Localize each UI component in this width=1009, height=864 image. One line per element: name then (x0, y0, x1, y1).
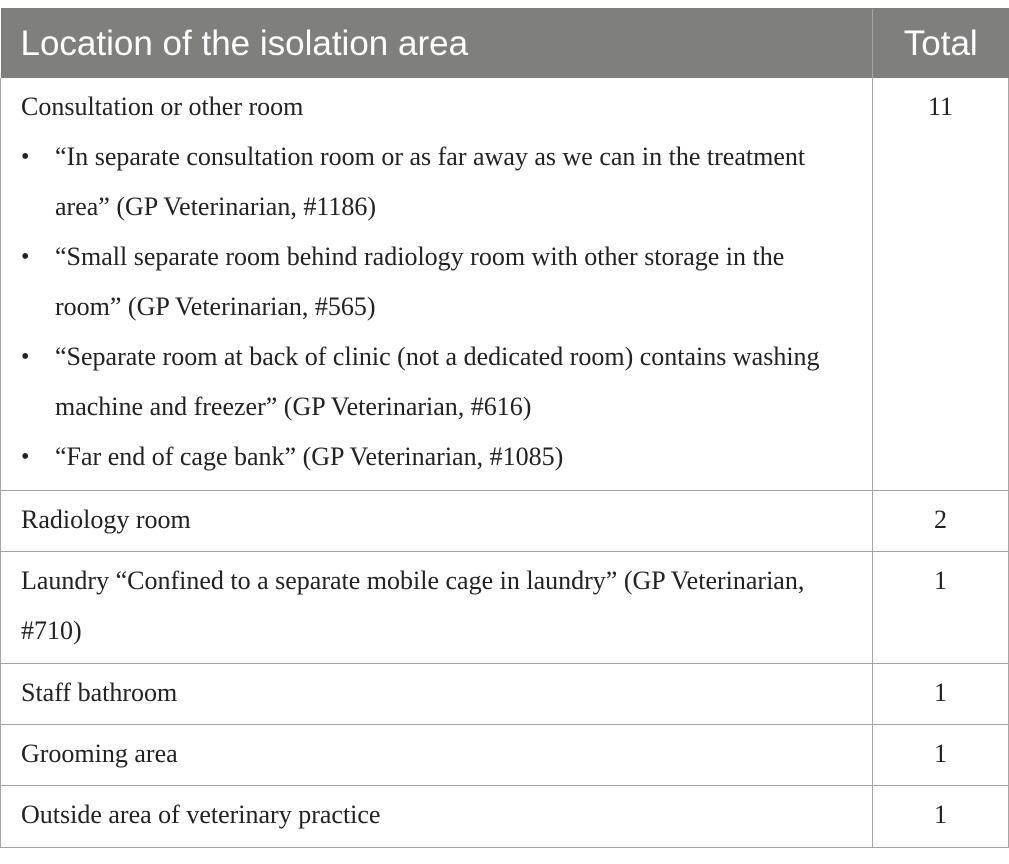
header-location: Location of the isolation area (0, 8, 873, 78)
table-row: Consultation or other room “In separate … (0, 78, 1009, 491)
table-row: Outside area of veterinary practice 1 (0, 784, 1009, 848)
total-cell: 1 (872, 784, 1009, 848)
location-cell: Grooming area (0, 723, 873, 786)
location-cell: Consultation or other room “In separate … (0, 78, 873, 491)
total-cell: 1 (872, 723, 1009, 786)
quote-item: “Far end of cage bank” (GP Veterinarian,… (21, 432, 852, 482)
table-header-row: Location of the isolation area Total (0, 8, 1009, 78)
isolation-area-table: Location of the isolation area Total Con… (0, 8, 1009, 848)
header-total: Total (872, 8, 1009, 78)
location-cell: Laundry “Confined to a separate mobile c… (0, 550, 873, 664)
total-cell: 1 (872, 662, 1009, 725)
location-cell: Radiology room (0, 489, 873, 552)
table-row: Radiology room 2 (0, 489, 1009, 552)
location-cell: Outside area of veterinary practice (0, 784, 873, 848)
table-row: Grooming area 1 (0, 723, 1009, 786)
total-cell: 11 (872, 78, 1009, 491)
quote-item: “In separate consultation room or as far… (21, 132, 852, 232)
total-cell: 2 (872, 489, 1009, 552)
quote-item: “Small separate room behind radiology ro… (21, 232, 852, 332)
table-row: Laundry “Confined to a separate mobile c… (0, 550, 1009, 664)
table-row: Staff bathroom 1 (0, 662, 1009, 725)
total-cell: 1 (872, 550, 1009, 664)
quote-list: “In separate consultation room or as far… (21, 132, 852, 482)
quote-item: “Separate room at back of clinic (not a … (21, 332, 852, 432)
location-label: Consultation or other room (21, 92, 304, 121)
location-cell: Staff bathroom (0, 662, 873, 725)
